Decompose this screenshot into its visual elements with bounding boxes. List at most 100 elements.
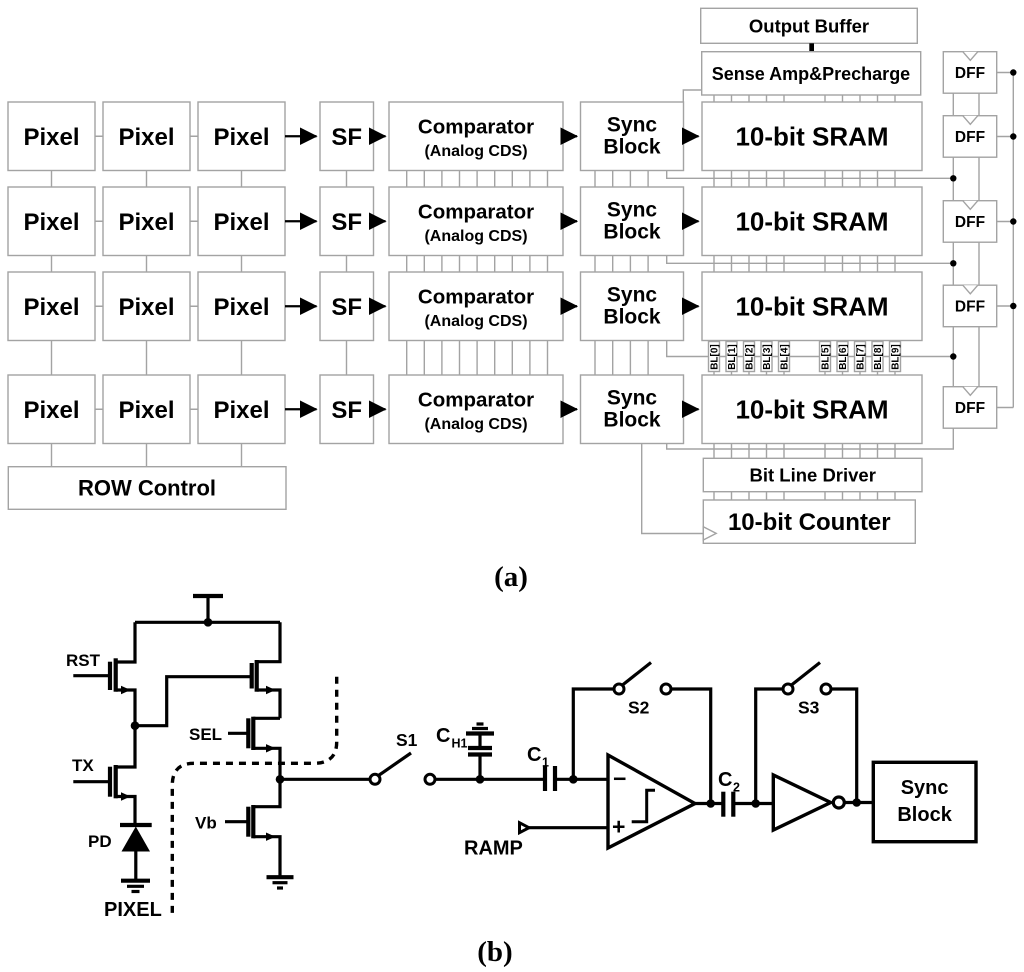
ch1-label: C (436, 725, 450, 747)
pixel-box (197, 271, 286, 342)
comparator-sublabel: (Analog CDS) (424, 416, 527, 433)
pixel-box (102, 374, 191, 445)
minus-input-label: − (613, 766, 626, 792)
bit-line-labels: BL[0] BL[1] BL[2] BL[3] BL[4] BL[5] BL[6… (707, 340, 901, 373)
nmos-arrow-icon (121, 685, 131, 695)
sf-box (319, 186, 375, 257)
sync-block-box (579, 186, 685, 257)
c1-label: C (527, 744, 541, 766)
plus-input-label: + (612, 814, 625, 840)
c1-label-sub: 1 (542, 756, 549, 770)
sense-amp-link (682, 89, 702, 102)
s3-label: S3 (798, 698, 820, 718)
sync-label: Sync (607, 283, 658, 306)
sram-box (701, 186, 923, 257)
bl-label-box (853, 340, 867, 373)
pixel-label: Pixel (23, 294, 79, 321)
pd-label: PD (88, 832, 112, 851)
nmos-arrow-icon (266, 685, 276, 695)
bl-label: BL[2] (744, 344, 755, 370)
c2-label-sub: 2 (733, 781, 740, 795)
sf-label: SF (331, 294, 362, 321)
dff-label: DFF (955, 129, 985, 146)
pixel-vertical-links (50, 170, 243, 467)
vb-label: Vb (195, 814, 217, 833)
bl-label-box (725, 340, 738, 373)
row-control-box (7, 466, 287, 511)
pixel-label: Pixel (23, 124, 79, 151)
tx-transistor (73, 725, 137, 825)
pixel-box (102, 186, 191, 257)
sf-box (319, 271, 375, 342)
sf-box (319, 101, 375, 172)
dff-label: DFF (955, 65, 985, 82)
pixel-block-label: PIXEL (104, 899, 162, 921)
pixel-label: Pixel (213, 209, 269, 236)
output-buffer-connector (809, 43, 814, 52)
sf-box (319, 374, 375, 445)
dff-clock-icon (962, 51, 979, 62)
comparator-column: Comparator (Analog CDS) Comparator (Anal… (388, 101, 564, 445)
row-control-label: ROW Control (78, 476, 216, 501)
comparator-step-icon (631, 788, 655, 824)
dff-clock-icon (962, 115, 979, 126)
sync-block-b-label: Sync (901, 777, 949, 799)
c1-capacitor (542, 766, 558, 791)
ground-icon (266, 875, 294, 890)
bl-label: BL[1] (727, 344, 738, 370)
word-lines (666, 170, 954, 450)
sync-label: Sync (607, 386, 658, 409)
counter-label: 10-bit Counter (728, 509, 891, 536)
bl-label: BL[7] (855, 344, 866, 370)
ch1-capacitor (466, 722, 494, 780)
panel-a-block-diagram: Pixel Pixel Pixel Pixel Pixel Pixel Pixe… (7, 7, 1017, 593)
sel-label: SEL (189, 725, 222, 744)
pixel-box (7, 374, 96, 445)
junction-dot (203, 618, 213, 627)
sram-label: 10-bit SRAM (735, 206, 888, 236)
bl-label-box (707, 340, 721, 373)
bl-label: BL[5] (820, 344, 831, 370)
tx-label: TX (72, 756, 94, 775)
nmos-arrow-icon (266, 832, 276, 841)
bit-line-driver-box (702, 457, 923, 493)
pixel-array: Pixel Pixel Pixel Pixel Pixel Pixel Pixe… (7, 101, 286, 445)
sram-column: 10-bit SRAM 10-bit SRAM 10-bit SRAM 10-b… (701, 101, 923, 445)
sf-transistor (249, 622, 282, 719)
counter-box (702, 499, 916, 544)
bit-line-driver-label: Bit Line Driver (749, 465, 875, 486)
pixel-boundary-dashed (170, 676, 339, 917)
comparator-label: Comparator (418, 285, 534, 308)
nmos-arrow-icon (121, 792, 131, 801)
pixel-label: Pixel (23, 209, 79, 236)
pixel-label: Pixel (118, 294, 174, 321)
pixel-box (7, 101, 96, 172)
row-arrows (285, 127, 700, 419)
s2-switch (571, 661, 713, 804)
sram-label: 10-bit SRAM (735, 291, 888, 321)
pixel-array-links (50, 135, 348, 467)
comparator-box (388, 101, 564, 172)
sync-label2: Block (603, 135, 661, 158)
pixel-box (7, 271, 96, 342)
vb-transistor (225, 779, 282, 877)
comparator-box (388, 374, 564, 445)
pixel-label: Pixel (118, 209, 174, 236)
pixel-box (102, 271, 191, 342)
sf-label: SF (331, 124, 362, 151)
dff-label: DFF (955, 400, 985, 417)
junction-dot (706, 799, 715, 808)
s3-switch (754, 661, 859, 804)
counter-clock-icon (702, 525, 718, 542)
sense-amp-label: Sense Amp&Precharge (712, 64, 910, 84)
panel-b-tag: (b) (477, 936, 512, 968)
sram-box (701, 271, 923, 342)
c2-label: C (718, 769, 732, 791)
comparator-label: Comparator (418, 200, 534, 223)
comparator-label: Comparator (418, 388, 534, 411)
bl-label-box (836, 340, 849, 373)
bl-label: BL[6] (838, 344, 849, 370)
sense-amp-box (701, 51, 922, 96)
pixel-label: Pixel (213, 397, 269, 424)
pixel-label: Pixel (118, 397, 174, 424)
